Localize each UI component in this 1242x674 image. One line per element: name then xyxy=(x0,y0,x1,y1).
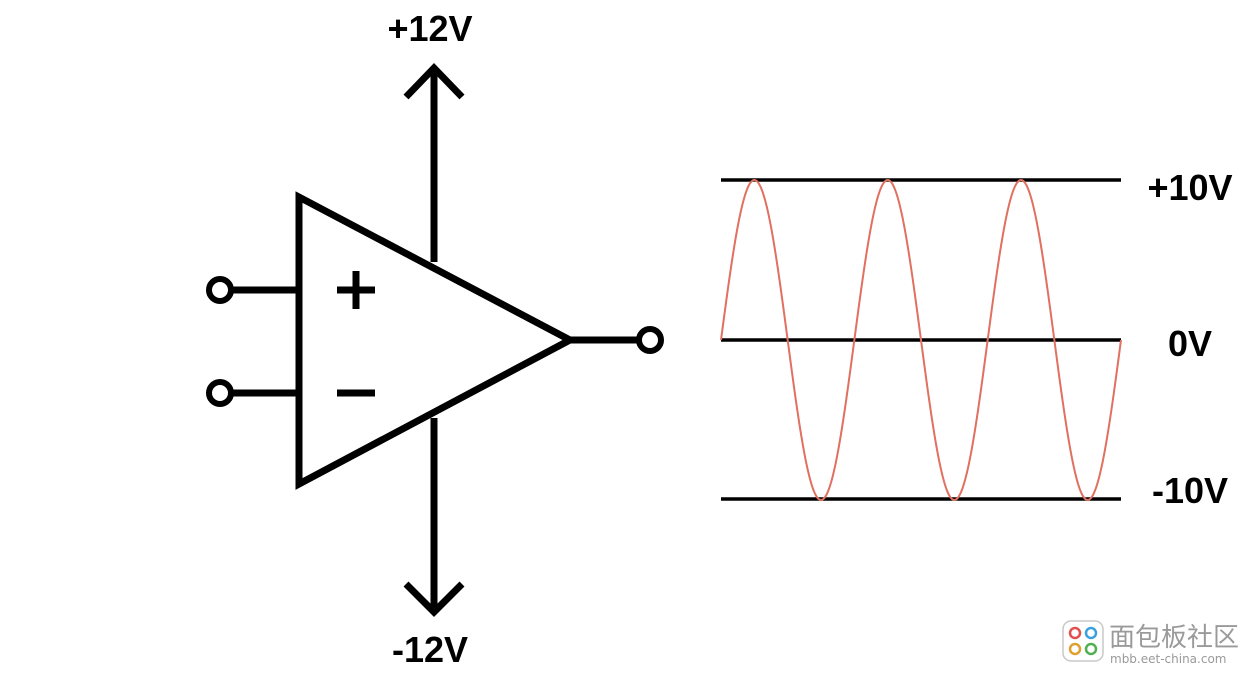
top-level-label: +10V xyxy=(1147,167,1232,208)
positive-supply-label: +12V xyxy=(387,8,472,49)
bottom-level-label: -10V xyxy=(1152,470,1228,511)
watermark: 面包板社区 mbb.eet-china.com xyxy=(1062,620,1239,666)
op-amp-triangle xyxy=(295,191,578,490)
watermark-logo-dot-1 xyxy=(1068,626,1082,640)
watermark-logo-dot-4 xyxy=(1084,642,1098,656)
mid-level-label: 0V xyxy=(1168,323,1212,364)
positive-supply-arrowhead xyxy=(403,62,465,100)
watermark-logo-dot-3 xyxy=(1068,642,1082,656)
negative-supply-label: -12V xyxy=(392,629,468,670)
noninverting-input-terminal xyxy=(206,276,234,304)
output-terminal xyxy=(636,326,664,354)
negative-supply-arrowhead xyxy=(403,581,465,617)
sine-wave xyxy=(720,178,1122,502)
watermark-logo-dot-2 xyxy=(1084,626,1098,640)
inverting-input-terminal xyxy=(206,379,234,407)
watermark-logo-icon xyxy=(1062,620,1104,662)
watermark-name: 面包板社区 xyxy=(1109,623,1239,653)
watermark-url: mbb.eet-china.com xyxy=(1110,652,1226,666)
